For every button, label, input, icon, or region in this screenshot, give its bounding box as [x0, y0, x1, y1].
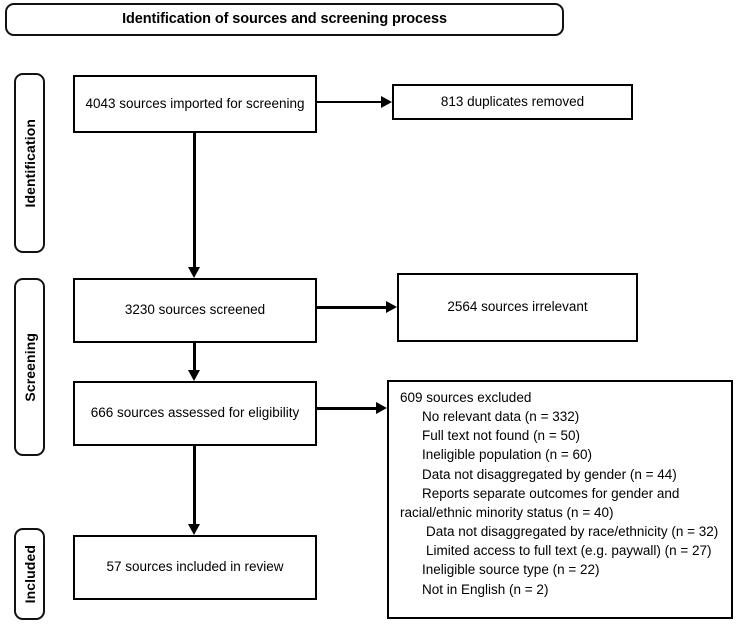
connector-screened-to-irrelevant: [317, 306, 387, 309]
box-sources-assessed: 666 sources assessed for eligibility: [73, 381, 317, 446]
stage-label-included: Included: [14, 528, 45, 620]
exclusion-item: Ineligible population (n = 60): [422, 447, 592, 463]
box-duplicates-removed-text: 813 duplicates removed: [440, 93, 585, 109]
exclusion-item: Data not disaggregated by gender (n = 44…: [422, 466, 677, 482]
exclusion-item: Data not disaggregated by race/ethnicity…: [426, 524, 719, 540]
stage-label-included-text: Included: [21, 544, 38, 604]
box-sources-screened-text: 3230 sources screened: [124, 302, 266, 318]
box-sources-irrelevant-text: 2564 sources irrelevant: [447, 299, 588, 315]
exclusion-item: Limited access to full text (e.g. paywal…: [426, 543, 712, 559]
connector-imported-to-duplicates: [317, 100, 382, 103]
exclusion-heading: 609 sources excluded: [400, 390, 532, 405]
stage-label-identification: Identification: [14, 73, 45, 253]
connector-assessed-to-included: [193, 446, 196, 524]
connector-screened-to-assessed: [193, 343, 196, 370]
arrowhead-imported-to-duplicates: [381, 95, 392, 108]
exclusion-item: Ineligible source type (n = 22): [422, 562, 600, 578]
stage-label-screening: Screening: [14, 278, 45, 456]
arrowhead-assessed-to-included: [187, 524, 200, 535]
arrowhead-imported-to-screened: [187, 267, 200, 278]
box-sources-irrelevant: 2564 sources irrelevant: [397, 273, 638, 342]
diagram-title-box: Identification of sources and screening …: [5, 3, 564, 36]
box-sources-imported-text: 4043 sources imported for screening: [85, 95, 305, 111]
box-sources-included-text: 57 sources included in review: [106, 559, 284, 575]
diagram-title-text: Identification of sources and screening …: [122, 10, 447, 27]
connector-imported-to-screened: [193, 133, 196, 267]
box-duplicates-removed: 813 duplicates removed: [392, 84, 633, 120]
exclusion-item: Full text not found (n = 50): [422, 428, 580, 444]
box-sources-excluded: 609 sources excluded No relevant data (n…: [387, 380, 733, 619]
connector-assessed-to-excluded: [317, 407, 377, 410]
exclusion-item: Not in English (n = 2): [422, 581, 549, 597]
box-sources-included: 57 sources included in review: [73, 535, 317, 600]
exclusion-item: No relevant data (n = 332): [422, 409, 580, 425]
arrowhead-screened-to-irrelevant: [386, 301, 397, 313]
stage-label-identification-text: Identification: [21, 118, 38, 208]
arrowhead-screened-to-assessed: [187, 370, 200, 381]
arrowhead-assessed-to-excluded: [376, 402, 387, 414]
stage-label-screening-text: Screening: [21, 332, 38, 402]
box-sources-screened: 3230 sources screened: [73, 278, 317, 343]
exclusion-item: Reports separate outcomes for gender and: [422, 485, 680, 501]
exclusion-item: racial/ethnic minority status (n = 40): [400, 504, 614, 520]
box-sources-assessed-text: 666 sources assessed for eligibility: [90, 405, 300, 421]
box-sources-imported: 4043 sources imported for screening: [73, 75, 317, 133]
